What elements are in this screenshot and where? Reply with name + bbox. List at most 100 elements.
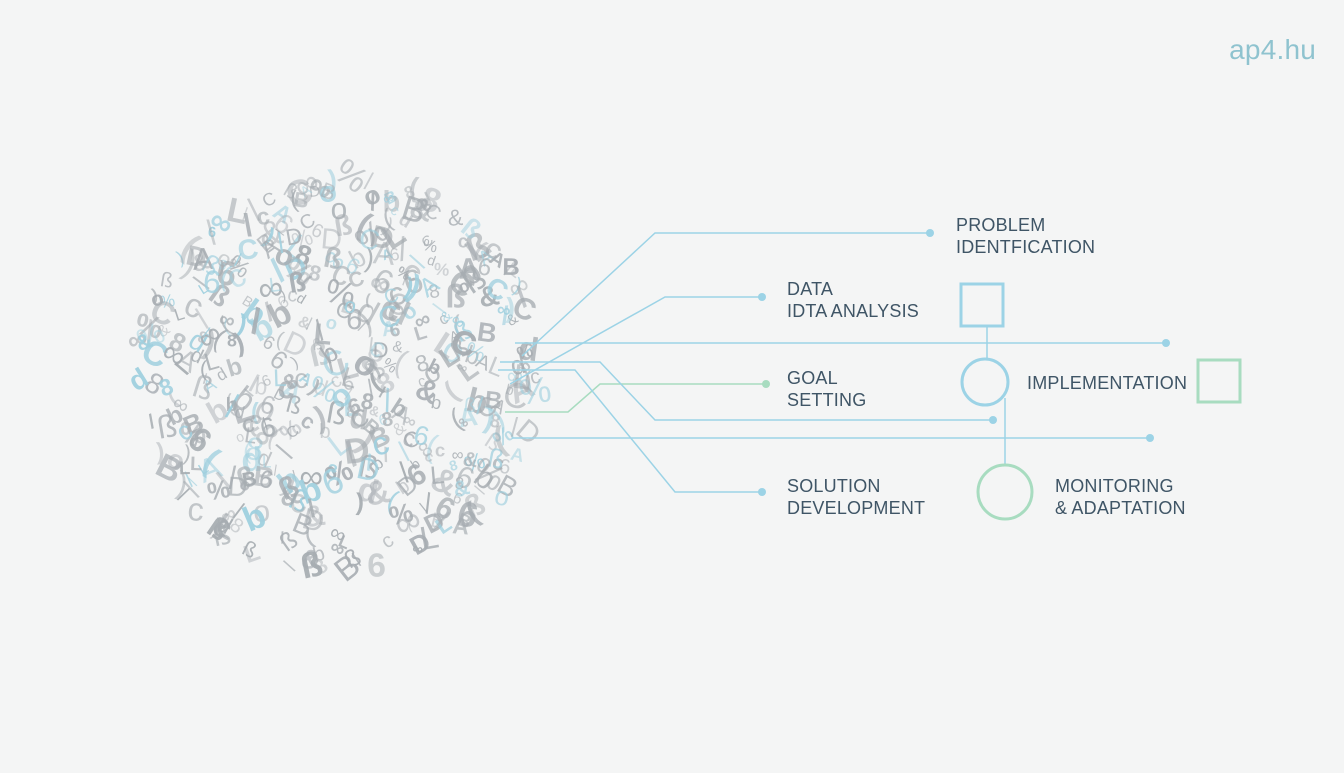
cloud-glyph: ): [368, 224, 377, 246]
cloud-glyph: L: [429, 461, 445, 490]
stage-label-solution: SOLUTION DEVELOPMENT: [787, 475, 925, 519]
cloud-glyph: B: [251, 460, 276, 495]
cloud-glyph: C: [236, 233, 261, 268]
cloud-glyph: B: [475, 316, 498, 348]
cloud-glyph: ): [363, 242, 376, 274]
cloud-glyph: (: [221, 315, 233, 337]
cloud-glyph: 8: [380, 408, 395, 432]
cloud-glyph: L: [190, 453, 203, 475]
cloud-glyph: D: [227, 470, 248, 502]
stage-label-line: SOLUTION: [787, 476, 881, 496]
cloud-glyph: ∞: [495, 299, 513, 322]
cloud-glyph: (: [243, 438, 252, 464]
cloud-glyph: (: [438, 376, 464, 405]
cloud-glyph: c: [186, 491, 205, 528]
cloud-glyph: 6: [498, 455, 512, 479]
cloud-glyph: &: [300, 543, 321, 575]
glyph-cloud: cß/&\DDLß(BoLLo6ßAß8∞\/\c8A)L8Bo\6∞cß)6A…: [123, 151, 554, 589]
cloud-glyph: o: [330, 193, 347, 226]
stage-label-line: IMPLEMENTATION: [1027, 373, 1188, 393]
cloud-glyph: d: [508, 349, 529, 381]
cloud-glyph: &: [461, 448, 479, 472]
cloud-glyph: c: [240, 409, 257, 439]
cloud-glyph: \: [206, 214, 216, 252]
cloud-glyph: ∞: [381, 189, 397, 209]
stage-label-line: MONITORING: [1055, 476, 1174, 496]
cloud-glyph: A: [456, 401, 479, 433]
cloud-glyph: &: [447, 204, 464, 231]
square-node-implementation: [1196, 358, 1242, 404]
cloud-glyph: ß: [462, 394, 477, 417]
cloud-glyph: 6: [377, 411, 389, 429]
cloud-glyph: L: [273, 365, 288, 392]
cloud-glyph: ): [287, 372, 294, 389]
cloud-glyph: c: [289, 482, 308, 521]
cloud-glyph: D: [308, 183, 321, 201]
cloud-glyph: ß: [286, 265, 308, 298]
stage-label-line: PROBLEM: [956, 215, 1046, 235]
node-dot-goal: [762, 380, 770, 388]
cloud-glyph: /: [233, 249, 243, 271]
cloud-glyph: L: [343, 395, 359, 423]
cloud-glyph: c: [435, 440, 445, 461]
cloud-glyph: B: [502, 254, 520, 281]
cloud-glyph: 8: [243, 430, 267, 469]
cloud-glyph: B: [292, 188, 311, 213]
cloud-glyph: L: [312, 317, 333, 351]
cloud-glyph: ): [505, 292, 516, 323]
circle-node-monitoring: [976, 463, 1034, 521]
cloud-glyph: 6: [389, 320, 402, 342]
cloud-glyph: B: [483, 386, 503, 415]
cloud-glyph: o: [342, 294, 357, 319]
connector-vertical-link: [986, 327, 1006, 464]
cloud-glyph: \: [282, 556, 299, 578]
cloud-glyph: \: [399, 456, 410, 490]
cloud-glyph: ): [156, 438, 165, 465]
stage-label-line: IDTA ANALYSIS: [787, 301, 919, 321]
cloud-glyph: 8: [359, 388, 376, 415]
cloud-glyph: /: [377, 383, 387, 402]
cloud-glyph: B: [241, 468, 259, 492]
cloud-glyph: A: [451, 512, 470, 539]
connector-problem: [521, 232, 928, 357]
cloud-glyph: /: [227, 459, 238, 495]
stage-label-monitoring: MONITORING & ADAPTATION: [1055, 475, 1186, 519]
cloud-glyph: D: [342, 429, 372, 471]
cloud-glyph: %: [517, 368, 554, 413]
stage-label-implementation: IMPLEMENTATION: [1027, 372, 1187, 394]
cloud-glyph: \: [308, 495, 316, 523]
cloud-glyph: 8: [155, 373, 176, 402]
cloud-glyph: 6: [345, 304, 363, 337]
cloud-glyph: &: [450, 474, 472, 502]
cloud-glyph: \: [292, 469, 297, 486]
cloud-glyph: C: [381, 284, 402, 309]
cloud-glyph: D: [320, 223, 344, 257]
cloud-glyph: L: [262, 451, 272, 471]
cloud-glyph: c: [423, 448, 435, 466]
cloud-glyph: 6: [475, 253, 494, 282]
cloud-glyph: d: [233, 401, 247, 423]
cloud-glyph: ∞: [451, 445, 464, 465]
cloud-glyph: ∞: [506, 362, 524, 389]
cloud-glyph: o: [317, 175, 339, 210]
cloud-glyph: 6: [411, 419, 432, 451]
cloud-glyph: A: [380, 317, 398, 342]
connector-goal: [505, 383, 764, 413]
cloud-glyph: &: [302, 499, 328, 535]
cloud-glyph: ∞: [411, 541, 425, 559]
cloud-glyph: c: [490, 451, 506, 476]
cloud-glyph: 8: [427, 281, 442, 304]
cloud-glyph: b: [504, 382, 515, 399]
cloud-glyph: \: [418, 500, 429, 518]
cloud-glyph: B: [428, 508, 447, 534]
cloud-glyph: (: [408, 516, 414, 532]
cloud-glyph: \: [381, 444, 390, 467]
cloud-glyph: 6: [388, 244, 401, 265]
cloud-glyph: ∞: [299, 459, 323, 496]
cloud-glyph: \: [302, 257, 310, 274]
cloud-glyph: %: [421, 236, 439, 257]
cloud-glyph: A: [192, 241, 215, 277]
cloud-glyph: \: [423, 188, 434, 212]
cloud-glyph: (: [200, 357, 208, 381]
